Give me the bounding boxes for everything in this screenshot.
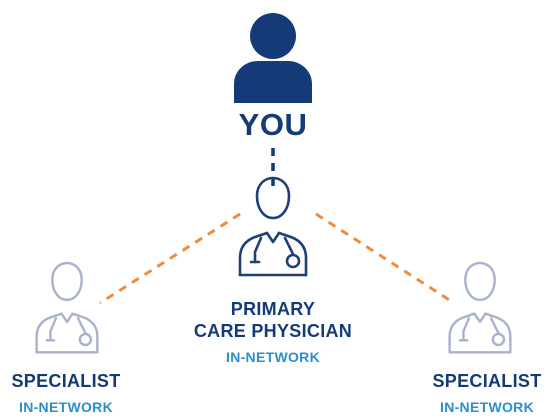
primary-care-physician-title: PRIMARY CARE PHYSICIAN [148, 298, 398, 342]
left-specialist-title: SPECIALIST [11, 371, 121, 391]
primary-care-network-label: IN-NETWORK [226, 349, 320, 365]
right-specialist-title: SPECIALIST [432, 371, 542, 391]
primary-care-title-line2: CARE PHYSICIAN [193, 321, 353, 341]
pcp-to-left-specialist-connector [99, 212, 241, 305]
pcp-to-right-specialist-connector [315, 212, 455, 305]
you-label: YOU [238, 107, 308, 142]
right-specialist-network-label: IN-NETWORK [440, 399, 534, 415]
primary-care-title-line1: PRIMARY [230, 299, 316, 319]
left-specialist-network-label: IN-NETWORK [19, 399, 113, 415]
